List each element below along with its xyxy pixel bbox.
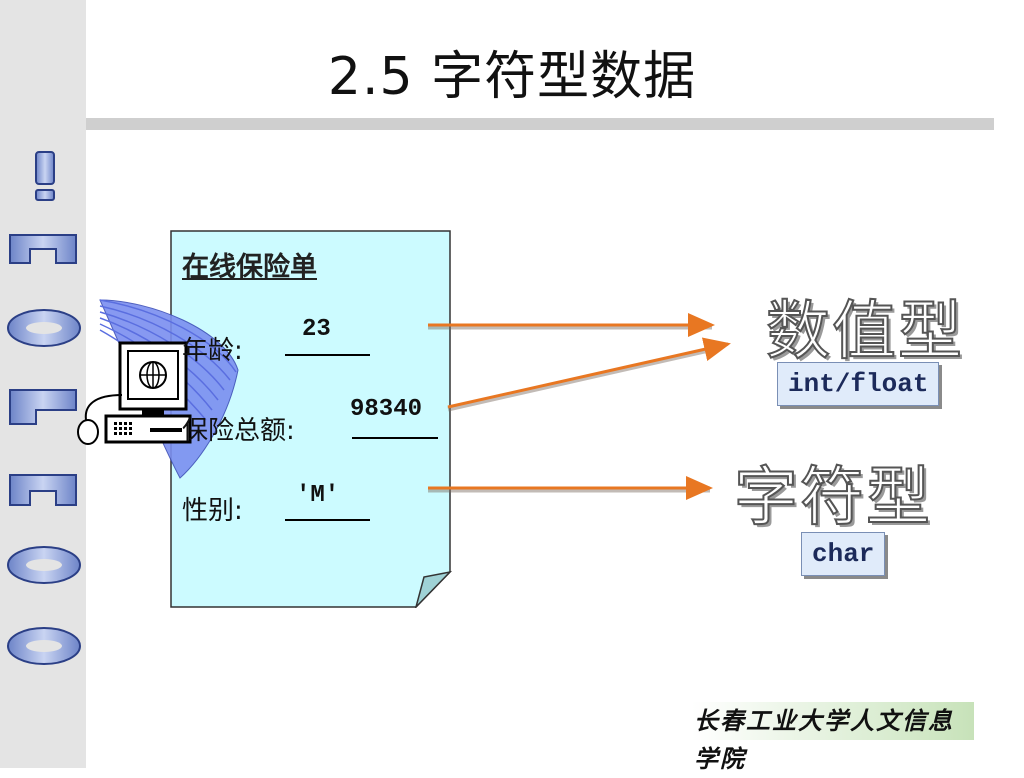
arrow-amount-to-numeric <box>447 337 731 409</box>
left-sidebar <box>0 0 86 768</box>
gender-label: 性别: <box>182 496 243 526</box>
gender-value: 'M' <box>296 482 340 509</box>
form-title: 在线保险单 <box>182 252 317 283</box>
character-type-code-box: char <box>801 532 886 576</box>
age-value: 23 <box>302 316 331 343</box>
numeric-type-code-box: int/float <box>777 362 940 406</box>
character-type-heading: 字符型 <box>733 460 932 536</box>
globe-icon <box>139 361 167 389</box>
institution-footer: 长春工业大学人文信息学院 <box>692 702 974 773</box>
numeric-type-heading: 数值型 <box>765 294 964 370</box>
insurance-form-document <box>170 230 452 608</box>
age-blank-line <box>285 354 370 356</box>
gender-blank-line <box>285 519 370 521</box>
title-underline-bar <box>86 118 994 130</box>
sidebar-decorative-lettering <box>7 151 81 665</box>
slide-title: 2.5 字符型数据 <box>327 47 697 107</box>
insurance-amount-label: 保险总额: <box>182 416 295 446</box>
age-label: 年龄: <box>182 336 243 366</box>
insurance-amount-value: 98340 <box>350 396 423 423</box>
insurance-amount-blank-line <box>352 437 438 439</box>
computer-icon <box>77 341 192 445</box>
